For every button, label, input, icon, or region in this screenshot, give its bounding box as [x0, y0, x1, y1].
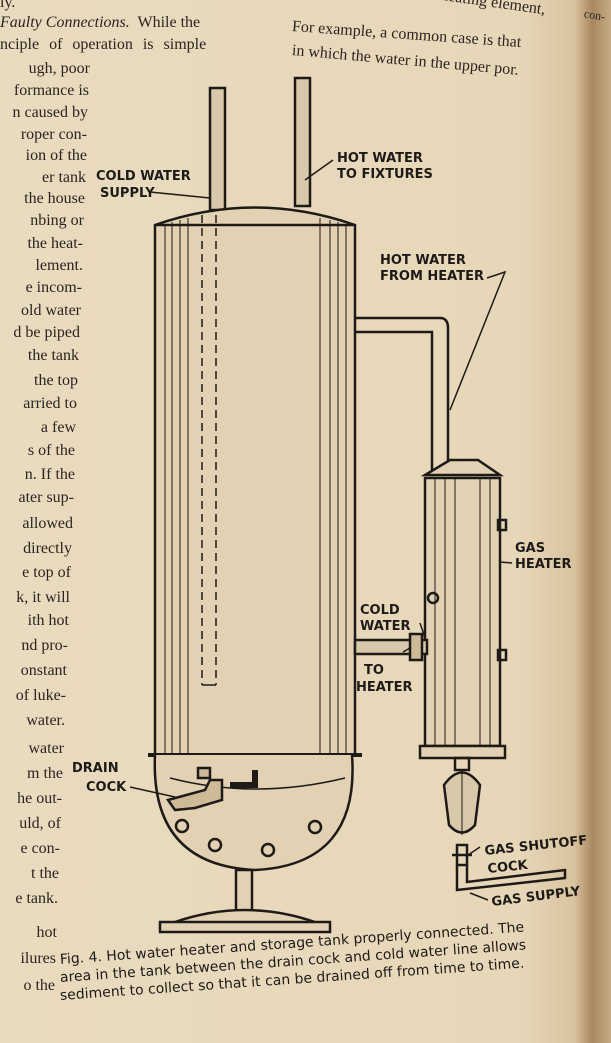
text-line: e incom- [25, 279, 82, 296]
text-line: hot [36, 924, 57, 941]
text-line: the tank [27, 347, 79, 364]
label-cold-water: COLD [360, 603, 400, 618]
text-line: k, it will [16, 589, 70, 606]
gas-supply-pipe [455, 865, 567, 892]
label-gas-supply: GAS SUPPLY [491, 884, 582, 910]
drain-cock [165, 766, 258, 812]
text-line: nbing or [30, 212, 84, 229]
label-to-heater: HEATER [356, 680, 413, 695]
label-drain-cock: DRAIN [72, 761, 119, 776]
label-hot-from-heater: FROM HEATER [380, 269, 484, 284]
label-hot-from-heater: HOT WATER [380, 253, 466, 268]
text-line: er tank [42, 169, 86, 186]
label-gas-shutoff-cock: GAS SHUTOFF [484, 833, 588, 859]
tank-stand [158, 868, 332, 934]
text-line: of luke- [15, 687, 66, 704]
text-line: lement. [35, 257, 83, 274]
text-line: ion of the [25, 147, 87, 164]
dip-tube [201, 215, 217, 686]
text-line: nciple of operation is simple [0, 36, 207, 53]
text-line: roper con- [20, 126, 87, 143]
text-line: ilures [20, 950, 56, 967]
label-gas-heater: HEATER [515, 557, 572, 572]
text-line: ith hot [27, 612, 69, 629]
label-cold-water-supply: COLD WATER [96, 169, 191, 184]
text-line: old water [21, 302, 81, 319]
text-line: s of the [27, 442, 75, 459]
text-line: n. If the [24, 466, 75, 483]
gas-heater [418, 458, 508, 760]
text-line: arried to [23, 395, 77, 412]
text-line: Faulty Connections. While the [0, 14, 200, 32]
text-line: a few [40, 419, 76, 436]
label-gas-heater: GAS [515, 541, 545, 556]
text-line: he out- [17, 790, 62, 807]
text-line: o the [23, 977, 55, 994]
cold-water-to-heater-pipe [353, 632, 429, 662]
text-line: t the [31, 865, 59, 882]
text-line: d be piped [13, 324, 80, 341]
text-line: the heat- [27, 235, 83, 252]
text-line: ly. [0, 0, 16, 11]
text-line: n caused by [12, 104, 88, 121]
text-line: the top [34, 372, 78, 389]
label-drain-cock: COCK [86, 780, 127, 795]
hot-water-return-pipe [355, 316, 450, 470]
hot-water-fixture-pipe [293, 76, 312, 208]
section-heading: Faulty Connections. [0, 14, 130, 31]
label-leaders [129, 159, 513, 901]
text-line: water [28, 740, 64, 757]
label-cold-water: WATER [360, 619, 411, 634]
text-line: formance is [13, 82, 89, 99]
cold-water-supply-pipe [208, 86, 227, 212]
text-line: the house [24, 190, 85, 207]
text-line: ugh, poor [28, 60, 90, 77]
text-span: While the [137, 14, 201, 31]
text-line: m the [27, 765, 63, 782]
label-hot-to-fixtures: HOT WATER [337, 151, 423, 166]
text-line: e top of [22, 564, 71, 581]
label-hot-to-fixtures: TO FIXTURES [337, 167, 433, 182]
text-line: water. [26, 712, 65, 729]
text-line: onstant [20, 662, 67, 679]
gas-burner [442, 756, 482, 835]
text-line: directly [23, 540, 72, 557]
text-line: uld, of [19, 815, 61, 832]
label-to-heater: TO [364, 663, 384, 678]
label-cold-water-supply: SUPPLY [100, 186, 155, 201]
text-line: e tank. [15, 890, 58, 907]
text-line: e con- [20, 840, 60, 857]
text-line: ater sup- [18, 489, 74, 506]
label-gas-shutoff-cock: COCK [487, 858, 529, 877]
text-line: nd pro- [21, 637, 68, 654]
storage-tank [148, 206, 362, 872]
text-line: allowed [22, 515, 73, 532]
